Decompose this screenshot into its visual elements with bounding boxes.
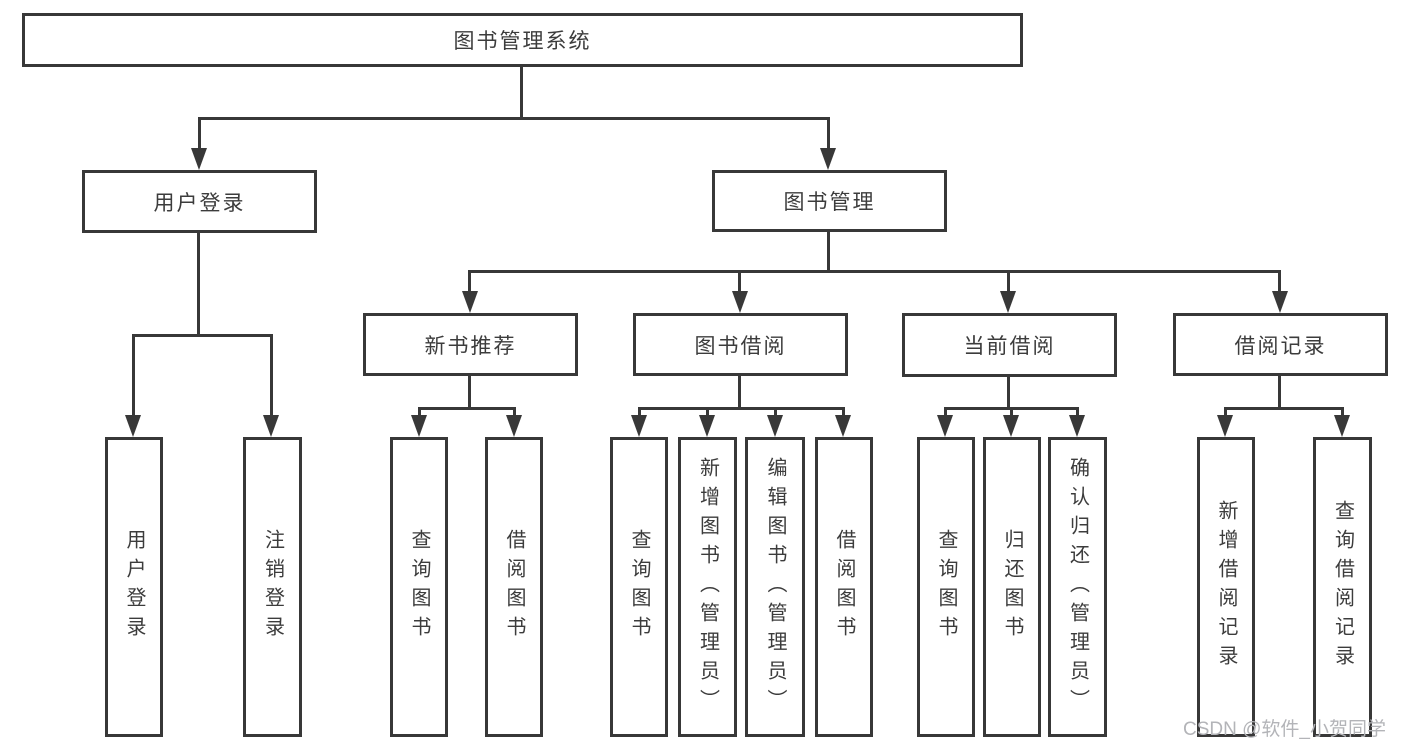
arrow-records bbox=[1272, 291, 1288, 313]
connector-records-rail bbox=[1224, 407, 1343, 410]
node-book-mgmt-label: 图书管理 bbox=[783, 191, 876, 214]
leaf-user-login: 用户登录 bbox=[105, 437, 163, 737]
arrow-leaf-borrow-4 bbox=[835, 415, 851, 437]
node-borrow: 图书借阅 bbox=[633, 313, 848, 376]
connector-book-mgmt-stub bbox=[827, 232, 830, 273]
arrow-leaf-current-1 bbox=[937, 415, 953, 437]
csdn-watermark: CSDN @软件_小贺同学 bbox=[1183, 719, 1386, 740]
connector-borrow-stub bbox=[738, 376, 741, 410]
arrow-leaf-user-login-2 bbox=[263, 415, 279, 437]
arrow-leaf-borrow-3 bbox=[767, 415, 783, 437]
leaf-current-confirm-admin-label: 确认归还（管理员） bbox=[1066, 456, 1089, 718]
leaf-records-add-label: 新增借阅记录 bbox=[1215, 500, 1237, 674]
leaf-current-confirm-admin: 确认归还（管理员） bbox=[1048, 437, 1107, 737]
connector-leaf-borrow-2-shaft bbox=[706, 407, 709, 417]
connector-leaf-user-login-2-shaft bbox=[270, 334, 273, 417]
leaf-logout-label: 注销登录 bbox=[261, 529, 284, 645]
connector-leaf-records-1-shaft bbox=[1224, 407, 1227, 417]
arrow-leaf-records-1 bbox=[1217, 415, 1233, 437]
arrow-user-login bbox=[191, 148, 207, 170]
arrow-borrow bbox=[732, 291, 748, 313]
arrow-leaf-new-books-2 bbox=[506, 415, 522, 437]
node-records-label: 借阅记录 bbox=[1234, 334, 1327, 358]
leaf-borrow-edit-admin: 编辑图书（管理员） bbox=[745, 437, 805, 737]
connector-leaf-records-2-shaft bbox=[1341, 407, 1344, 417]
leaf-borrow-add-admin-label: 新增图书（管理员） bbox=[696, 456, 719, 718]
leaf-logout: 注销登录 bbox=[243, 437, 302, 737]
connector-leaf-new-books-1-shaft bbox=[418, 407, 421, 417]
node-user-login-label: 用户登录 bbox=[153, 191, 246, 215]
leaf-borrow-add-admin: 新增图书（管理员） bbox=[678, 437, 737, 737]
connector-leaf-borrow-1-shaft bbox=[638, 407, 641, 417]
arrow-leaf-records-2 bbox=[1334, 415, 1350, 437]
leaf-new-books-borrow: 借阅图书 bbox=[485, 437, 543, 737]
arrow-leaf-current-3 bbox=[1069, 415, 1085, 437]
node-root: 图书管理系统 bbox=[22, 13, 1023, 67]
connector-new-books-shaft bbox=[468, 270, 471, 293]
node-borrow-label: 图书借阅 bbox=[694, 334, 787, 358]
leaf-new-books-query-label: 查询图书 bbox=[408, 529, 430, 645]
connector-new-books-stub bbox=[468, 376, 471, 410]
leaf-records-query-label: 查询借阅记录 bbox=[1331, 500, 1354, 674]
leaf-user-login-label: 用户登录 bbox=[123, 529, 145, 645]
arrow-leaf-borrow-1 bbox=[631, 415, 647, 437]
leaf-borrow-edit-admin-label: 编辑图书（管理员） bbox=[764, 456, 786, 718]
arrow-new-books bbox=[462, 291, 478, 313]
leaf-current-query-label: 查询图书 bbox=[935, 529, 957, 645]
connector-borrow-shaft bbox=[738, 270, 741, 293]
node-new-books-label: 新书推荐 bbox=[424, 334, 517, 358]
arrow-leaf-user-login-1 bbox=[125, 415, 141, 437]
connector-current-stub bbox=[1007, 377, 1010, 410]
connector-leaf-user-login-1-shaft bbox=[132, 334, 135, 417]
leaf-current-return: 归还图书 bbox=[983, 437, 1041, 737]
node-user-login: 用户登录 bbox=[82, 170, 317, 233]
leaf-borrow-query: 查询图书 bbox=[610, 437, 668, 737]
node-current-label: 当前借阅 bbox=[963, 335, 1056, 358]
node-root-label: 图书管理系统 bbox=[453, 30, 592, 53]
leaf-current-return-label: 归还图书 bbox=[1001, 529, 1023, 645]
leaf-borrow-borrow-label: 借阅图书 bbox=[833, 529, 855, 645]
connector-current-shaft bbox=[1007, 270, 1010, 293]
leaf-records-query: 查询借阅记录 bbox=[1313, 437, 1372, 737]
node-new-books: 新书推荐 bbox=[363, 313, 578, 376]
connector-leaf-borrow-3-shaft bbox=[774, 407, 777, 417]
connector-leaf-current-1-shaft bbox=[944, 407, 947, 417]
leaf-borrow-query-label: 查询图书 bbox=[628, 529, 650, 645]
arrow-leaf-new-books-1 bbox=[411, 415, 427, 437]
node-book-mgmt: 图书管理 bbox=[712, 170, 947, 232]
connector-leaf-current-2-shaft bbox=[1010, 407, 1013, 417]
connector-user-login-stub bbox=[197, 233, 200, 337]
connector-level3-rail bbox=[469, 270, 1281, 273]
connector-user-login-shaft bbox=[198, 117, 201, 150]
connector-user-login-rail bbox=[132, 334, 273, 337]
connector-root-stub bbox=[520, 67, 523, 118]
connector-new-books-rail bbox=[418, 407, 516, 410]
connector-records-shaft bbox=[1278, 270, 1281, 293]
connector-records-stub bbox=[1278, 376, 1281, 410]
connector-leaf-borrow-4-shaft bbox=[842, 407, 845, 417]
connector-leaf-current-3-shaft bbox=[1076, 407, 1079, 417]
arrow-book-mgmt bbox=[820, 148, 836, 170]
leaf-borrow-borrow: 借阅图书 bbox=[815, 437, 873, 737]
node-current: 当前借阅 bbox=[902, 313, 1117, 377]
leaf-records-add: 新增借阅记录 bbox=[1197, 437, 1255, 737]
leaf-new-books-query: 查询图书 bbox=[390, 437, 448, 737]
connector-leaf-new-books-2-shaft bbox=[513, 407, 516, 417]
connector-borrow-rail bbox=[638, 407, 845, 410]
arrow-leaf-borrow-2 bbox=[699, 415, 715, 437]
arrow-current bbox=[1000, 291, 1016, 313]
connector-book-mgmt-shaft bbox=[827, 117, 830, 150]
leaf-new-books-borrow-label: 借阅图书 bbox=[503, 529, 525, 645]
leaf-current-query: 查询图书 bbox=[917, 437, 975, 737]
connector-level2-rail bbox=[198, 117, 830, 120]
arrow-leaf-current-2 bbox=[1003, 415, 1019, 437]
node-records: 借阅记录 bbox=[1173, 313, 1388, 376]
